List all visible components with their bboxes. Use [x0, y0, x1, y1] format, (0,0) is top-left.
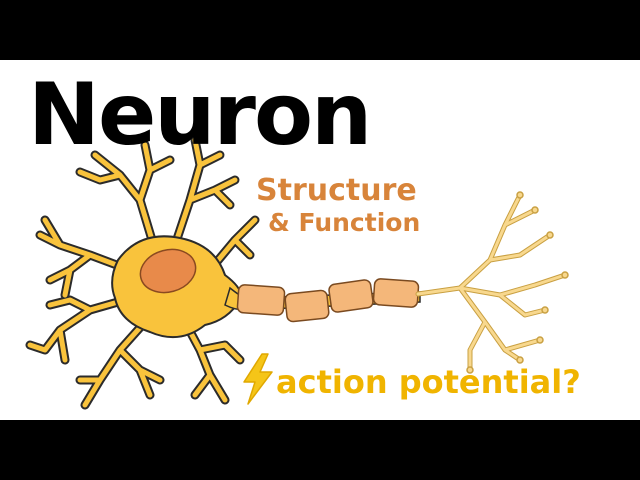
thumbnail-canvas: Neuron Structure & Function action poten…: [0, 60, 640, 420]
subtitle-line-2: & Function: [268, 208, 421, 237]
nucleus: [139, 248, 197, 294]
myelin-segment: [284, 289, 330, 323]
myelin-segment: [372, 278, 420, 308]
myelin-segment: [328, 279, 374, 313]
letterbox-top: [0, 0, 640, 60]
lightning-bolt-icon: [243, 353, 273, 405]
myelin-segment: [236, 284, 286, 316]
axon-terminal: [415, 191, 569, 374]
page-title: Neuron: [28, 65, 372, 165]
dendrites: [25, 135, 260, 410]
caption: action potential?: [238, 352, 581, 406]
letterbox-bottom: [0, 420, 640, 480]
caption-text: action potential?: [276, 363, 581, 401]
myelin-sheath: [236, 278, 420, 323]
neuron-diagram: [25, 135, 569, 410]
subtitle-line-1: Structure: [256, 173, 417, 208]
